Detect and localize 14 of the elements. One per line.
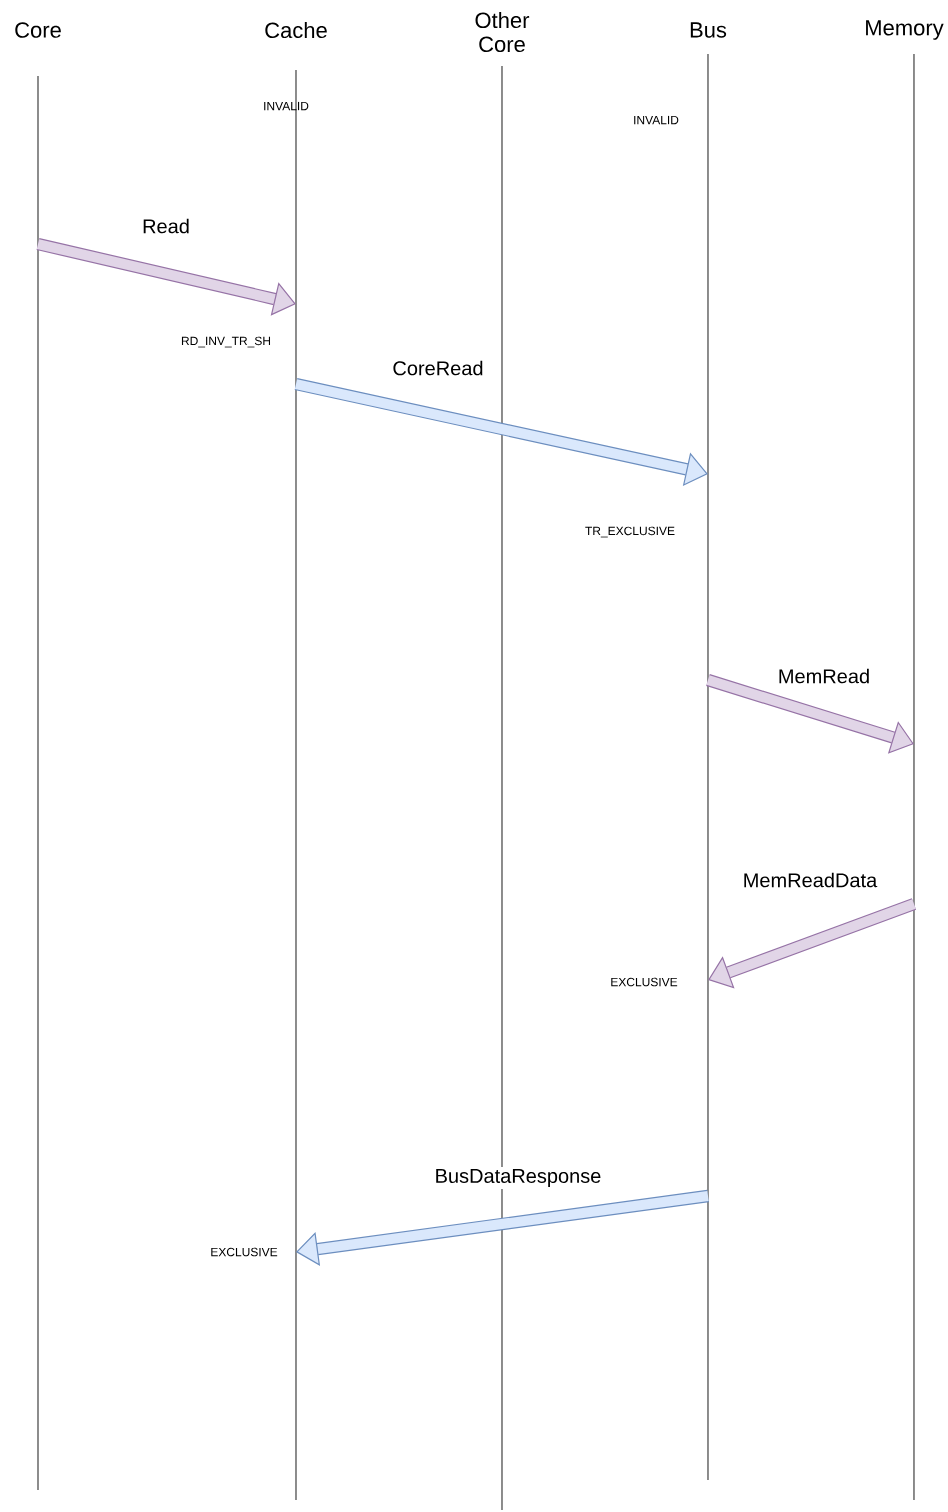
edge-label: CoreRead [390,358,486,378]
block-arrow [706,674,914,754]
edge-label: MemReadData [740,870,880,890]
participant-label: Other Core [475,11,530,53]
edge-label: BusDataResponse [432,1167,604,1189]
block-arrow [296,1189,709,1266]
participant-label: Cache [265,21,327,39]
block-arrow [36,238,296,316]
edge-label: Read [140,216,192,236]
participant-label: Bus [690,22,727,38]
participant-label: Memory [866,20,944,40]
participant-label: Core [15,22,61,38]
edge-label: MemRead [775,666,873,686]
block-arrow [708,898,917,989]
